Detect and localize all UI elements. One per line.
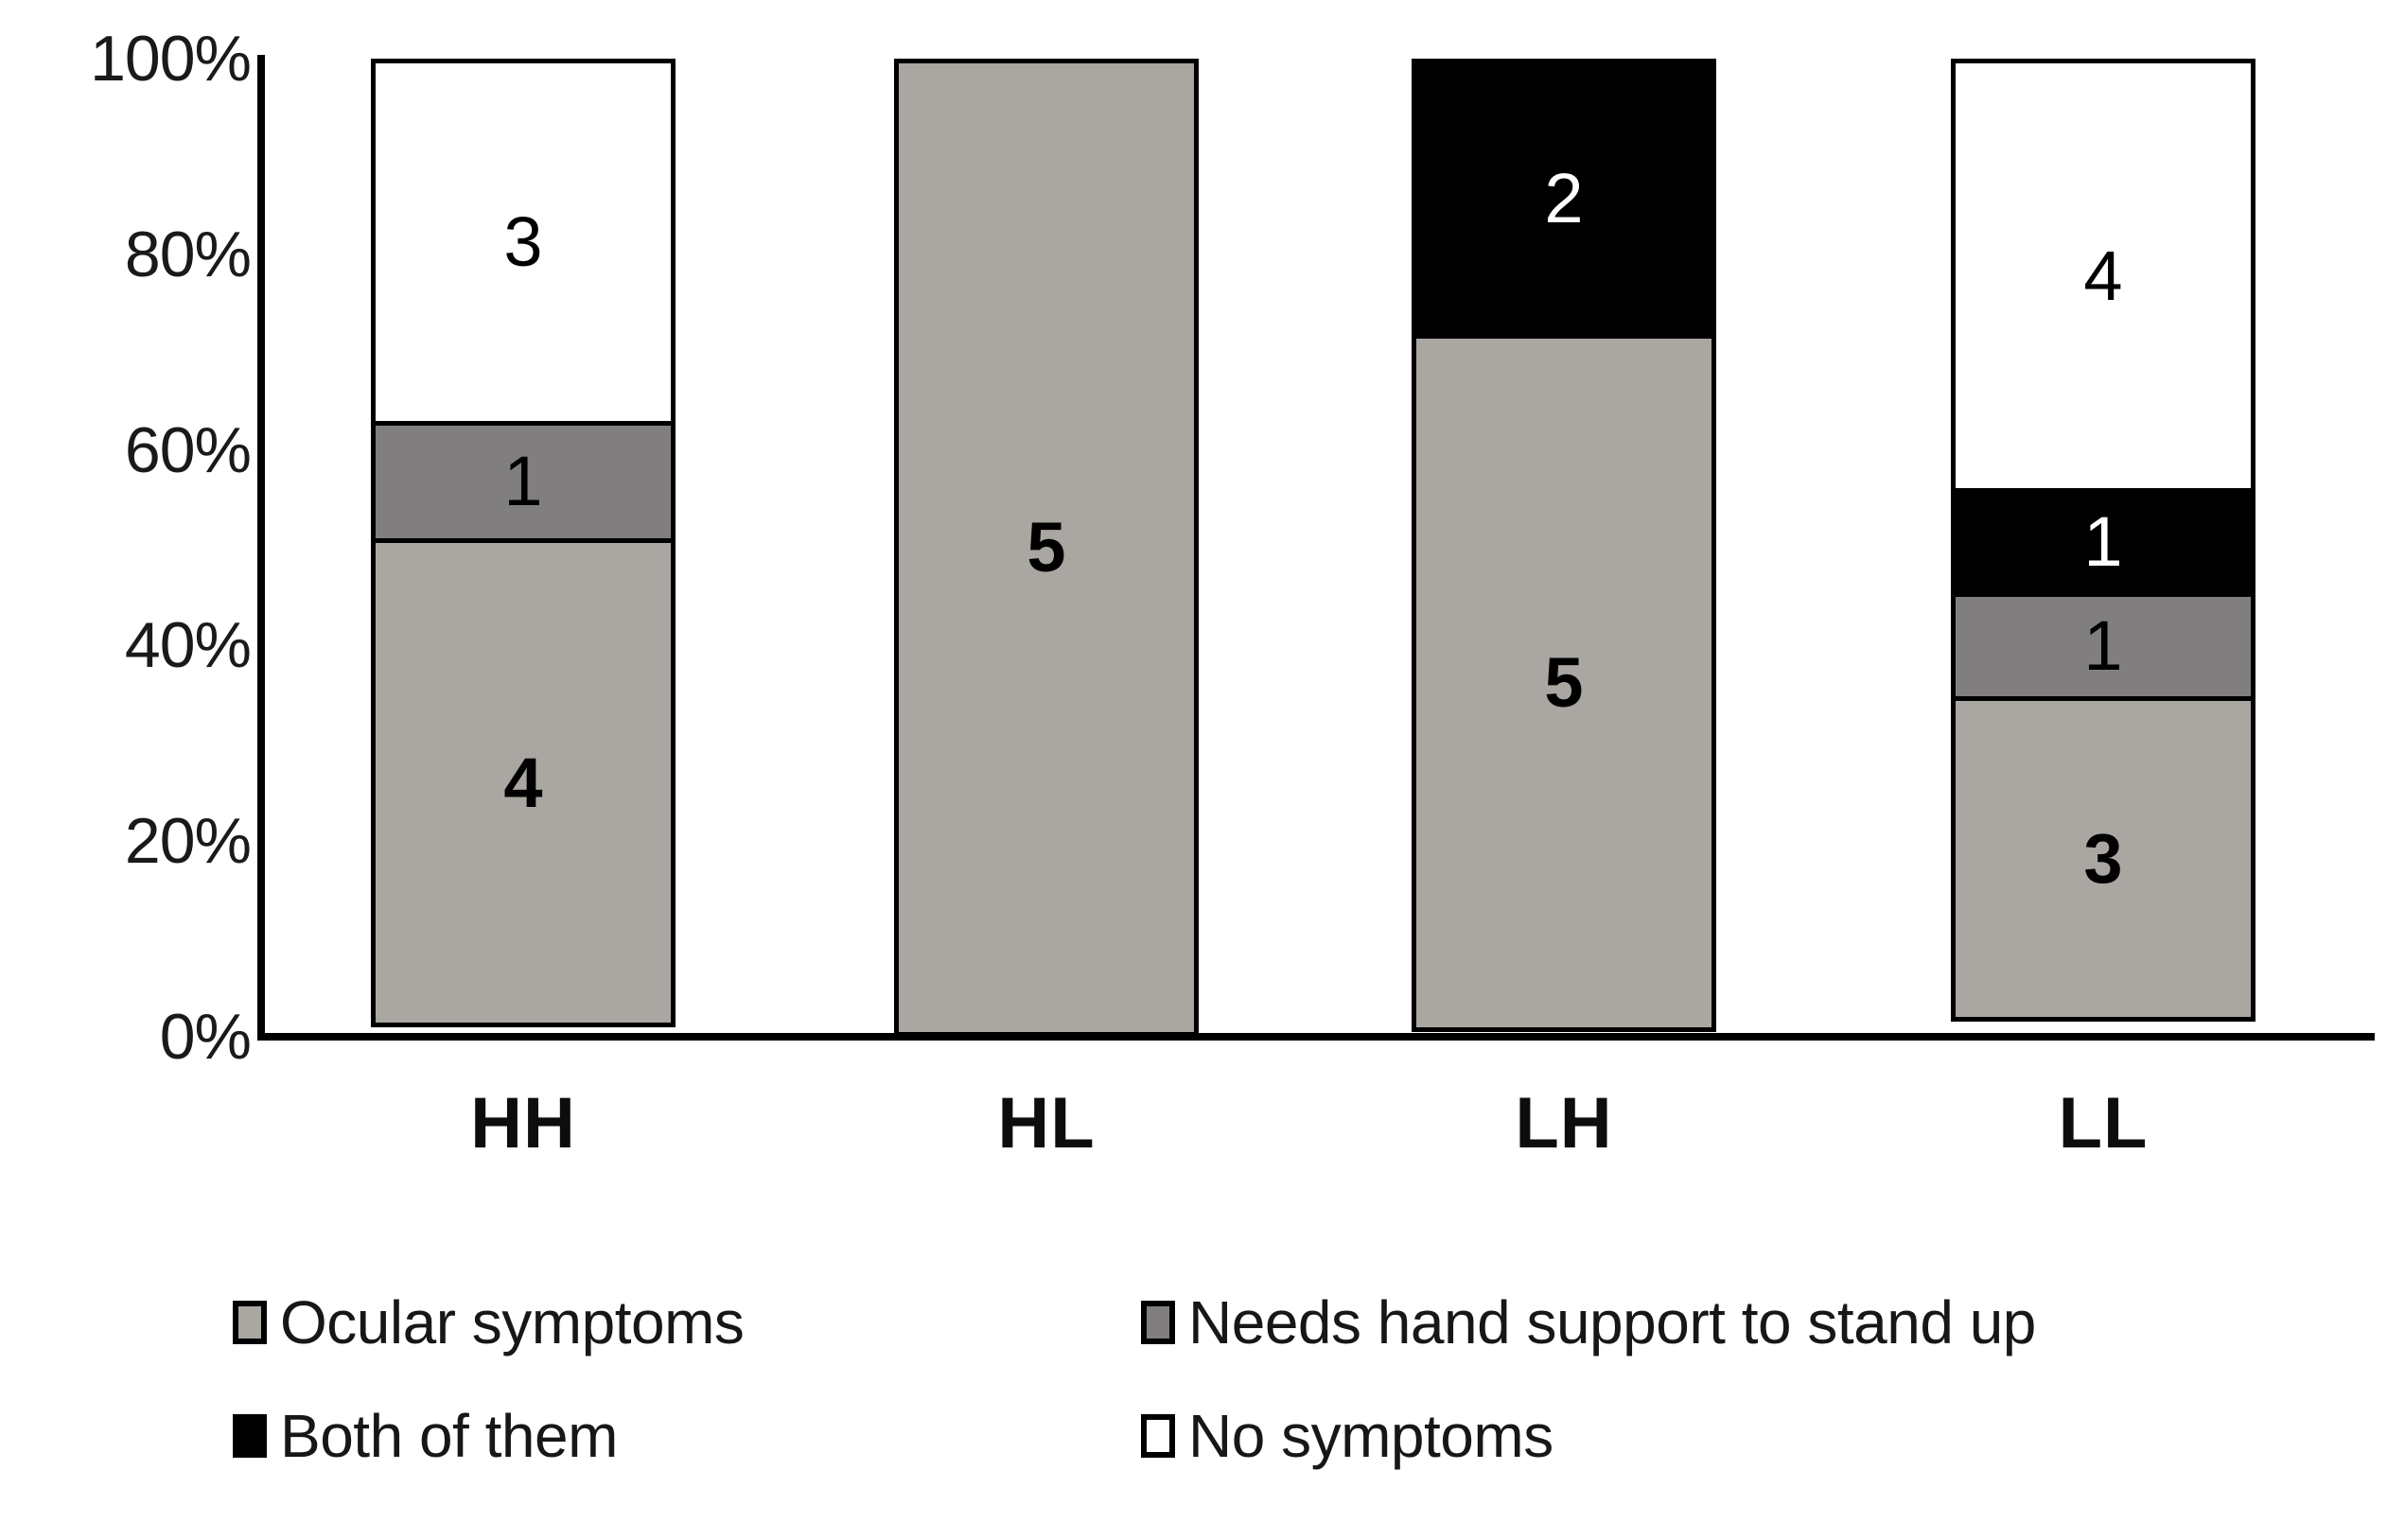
legend-label: No symptoms <box>1188 1402 1553 1470</box>
y-axis-tick-label: 80% <box>124 218 252 290</box>
bar-hh[interactable]: 3 1 4 <box>371 59 676 1037</box>
y-axis-line <box>257 55 265 1041</box>
legend-swatch-icon <box>1141 1414 1175 1458</box>
segment-value-label: 1 <box>2083 502 2123 582</box>
segment-value-label: 1 <box>2083 606 2123 686</box>
category-label-hh: HH <box>470 1083 576 1164</box>
bar-segment[interactable]: 3 <box>371 59 676 426</box>
legend-swatch-icon <box>1141 1301 1175 1344</box>
category-label-lh: LH <box>1515 1083 1613 1164</box>
bar-segment[interactable]: 4 <box>371 538 676 1027</box>
bar-segment[interactable]: 4 <box>1951 59 2255 494</box>
bar-segment[interactable]: 2 <box>1412 59 1716 339</box>
bar-segment[interactable]: 1 <box>1951 488 2255 597</box>
legend-item[interactable]: Both of them <box>233 1406 1141 1466</box>
legend-label: Needs hand support to stand up <box>1188 1288 2036 1356</box>
legend-swatch-icon <box>233 1301 267 1344</box>
y-axis-tick-label: 100% <box>90 23 252 95</box>
segment-value-label: 5 <box>1027 508 1066 586</box>
x-axis-line <box>257 1033 2375 1041</box>
segment-value-label: 4 <box>503 743 543 822</box>
segment-value-label: 5 <box>1544 642 1584 722</box>
segment-value-label: 2 <box>1544 158 1584 237</box>
legend-item[interactable]: No symptoms <box>1141 1406 2276 1466</box>
category-label-hl: HL <box>997 1083 1096 1164</box>
y-axis-tick-label: 60% <box>124 413 252 486</box>
y-axis-tick-label: 0% <box>159 1001 252 1073</box>
bar-segment[interactable]: 1 <box>1951 591 2255 701</box>
legend-item[interactable]: Needs hand support to stand up <box>1141 1292 2276 1353</box>
segment-value-label: 3 <box>2083 818 2123 898</box>
legend-label: Ocular symptoms <box>280 1288 745 1356</box>
bar-segment[interactable]: 5 <box>1412 333 1716 1032</box>
y-axis-tick-label: 20% <box>124 805 252 878</box>
segment-value-label: 1 <box>503 442 543 521</box>
bar-hl[interactable]: 5 <box>894 59 1199 1037</box>
bar-ll[interactable]: 4 1 1 3 <box>1951 59 2255 1037</box>
legend-swatch-icon <box>233 1414 267 1458</box>
segment-value-label: 3 <box>503 201 543 281</box>
bar-segment[interactable]: 5 <box>894 59 1199 1037</box>
legend-item[interactable]: Ocular symptoms <box>233 1292 1141 1353</box>
y-axis-tick-label: 40% <box>124 609 252 682</box>
legend-label: Both of them <box>280 1402 618 1470</box>
bar-segment[interactable]: 3 <box>1951 695 2255 1022</box>
segment-value-label: 4 <box>2083 236 2123 315</box>
bar-segment[interactable]: 1 <box>371 420 676 543</box>
category-label-ll: LL <box>2058 1083 2149 1164</box>
